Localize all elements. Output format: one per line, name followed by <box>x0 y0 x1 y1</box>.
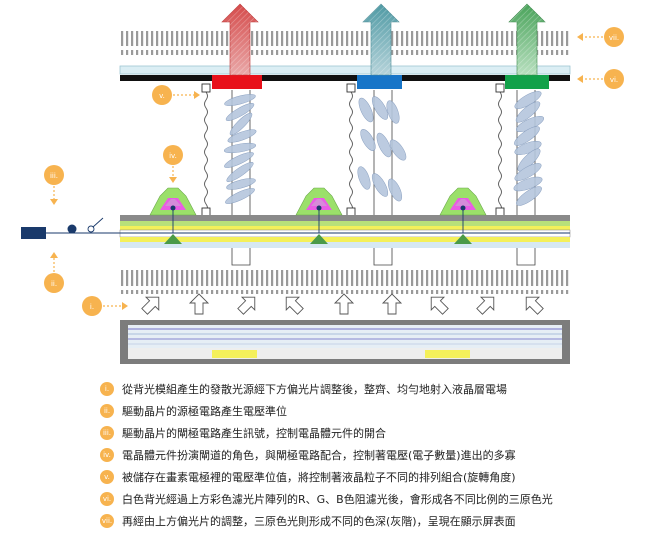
red-light-arrow <box>221 3 259 76</box>
legend-text: 白色背光經過上方彩色濾光片陣列的R、G、B色阻濾光後，會形成各不同比例的三原色光 <box>122 493 553 506</box>
legend-text: 驅動晶片的源極電路產生電壓準位 <box>122 405 287 418</box>
liquid-crystal-molecules <box>223 91 545 206</box>
marker-v-label: v. <box>159 92 165 100</box>
tft-substrate <box>119 215 571 248</box>
gate-node <box>67 224 77 234</box>
marker-iv-label: iv. <box>169 152 177 160</box>
legend-marker: iii. <box>100 426 114 440</box>
marker-iii: iii. <box>44 165 64 205</box>
legend-marker: v. <box>100 470 114 484</box>
marker-i-label: i. <box>90 303 94 311</box>
tft-transistor-2 <box>295 187 343 244</box>
top-polarizer <box>120 31 570 55</box>
color-filter-red <box>212 75 262 89</box>
tft-transistor-1 <box>149 187 197 244</box>
legend-marker: ii. <box>100 404 114 418</box>
color-filter-blue <box>357 75 402 89</box>
legend-item-vi: vi. 白色背光經過上方彩色濾光片陣列的R、G、B色阻濾光後，會形成各不同比例的… <box>100 488 640 510</box>
green-light-arrow <box>508 3 546 76</box>
backlight-arrows <box>141 293 544 315</box>
gate-source-lines <box>46 208 570 234</box>
marker-v: v. <box>152 85 200 105</box>
bottom-polarizer <box>120 270 570 294</box>
legend-text: 從背光模組產生的發散光源經下方偏光片調整後，整齊、均勻地射入液晶層電場 <box>122 383 507 396</box>
gate-switch <box>87 217 104 233</box>
upper-glass <box>119 65 571 75</box>
blue-light-arrow <box>362 3 400 76</box>
lcd-structure-diagram: vii. vi. v. iv. iii. ii. i. <box>21 3 624 364</box>
marker-vi-label: vi. <box>610 76 618 84</box>
marker-ii-label: ii. <box>51 280 57 288</box>
marker-vi: vi. <box>577 69 624 89</box>
legend-text: 電晶體元件扮演閘道的角色，與閘極電路配合，控制著電壓(電子數量)進出的多寡 <box>122 449 516 462</box>
black-matrix <box>120 75 570 81</box>
marker-iii-label: iii. <box>50 172 58 180</box>
legend-item-vii: vii. 再經由上方偏光片的調整，三原色光則形成不同的色深(灰階)，呈現在顯示屏… <box>100 510 640 532</box>
legend-marker: iv. <box>100 448 114 462</box>
pixel-electrode-wires <box>204 91 502 213</box>
driver-chip <box>21 227 46 239</box>
backlight-lamp-right <box>425 350 470 358</box>
tft-transistor-3 <box>439 187 487 244</box>
marker-iv: iv. <box>163 145 183 183</box>
backlight-lamp-left <box>212 350 257 358</box>
backlight-module <box>120 320 570 364</box>
legend-marker: vi. <box>100 492 114 506</box>
color-filter-green <box>505 75 549 89</box>
marker-ii: ii. <box>44 252 64 293</box>
marker-vii: vii. <box>577 27 624 47</box>
legend-text: 再經由上方偏光片的調整，三原色光則形成不同的色深(灰階)，呈現在顯示屏表面 <box>122 515 516 528</box>
marker-vii-label: vii. <box>609 34 619 42</box>
legend-marker: i. <box>100 382 114 396</box>
legend-text: 驅動晶片的閘極電路產生訊號，控制電晶體元件的開合 <box>122 427 386 440</box>
legend-item-v: v. 被儲存在畫素電極裡的電壓準位值，將控制著液晶粒子不同的排列組合(旋轉角度) <box>100 466 640 488</box>
legend-item-ii: ii. 驅動晶片的源極電路產生電壓準位 <box>100 400 640 422</box>
legend-item-iii: iii. 驅動晶片的閘極電路產生訊號，控制電晶體元件的開合 <box>100 422 640 444</box>
legend-text: 被儲存在畫素電極裡的電壓準位值，將控制著液晶粒子不同的排列組合(旋轉角度) <box>122 471 516 484</box>
legend-item-i: i. 從背光模組產生的發散光源經下方偏光片調整後，整齊、均勻地射入液晶層電場 <box>100 378 640 400</box>
legend-item-iv: iv. 電晶體元件扮演閘道的角色，與閘極電路配合，控制著電壓(電子數量)進出的多… <box>100 444 640 466</box>
legend: i. 從背光模組產生的發散光源經下方偏光片調整後，整齊、均勻地射入液晶層電場 i… <box>100 378 640 532</box>
legend-marker: vii. <box>100 514 114 528</box>
marker-i: i. <box>82 296 128 316</box>
